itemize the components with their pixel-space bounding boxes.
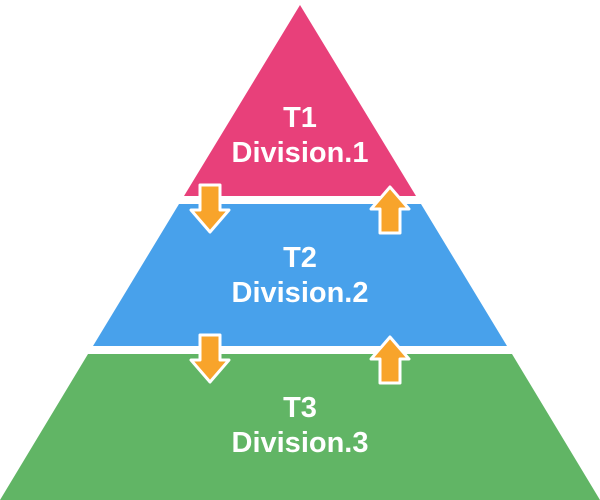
tier-1-shape — [184, 5, 416, 196]
tier-3-shape — [0, 354, 600, 500]
tier-3-label-line2: Division.3 — [232, 427, 369, 459]
up-arrow-icon — [369, 185, 411, 235]
tier-1-label-line2: Division.1 — [232, 137, 369, 169]
tier-1-label-line1: T1 — [283, 102, 317, 134]
down-arrow-icon — [189, 333, 231, 384]
tier-3-label-line1: T3 — [283, 392, 317, 424]
up-arrow-icon — [369, 335, 411, 385]
tier-2-label-line2: Division.2 — [232, 277, 369, 309]
down-arrow-icon — [189, 183, 231, 234]
tier-2-label-line1: T2 — [283, 242, 317, 274]
tier-2-shape — [93, 204, 507, 346]
